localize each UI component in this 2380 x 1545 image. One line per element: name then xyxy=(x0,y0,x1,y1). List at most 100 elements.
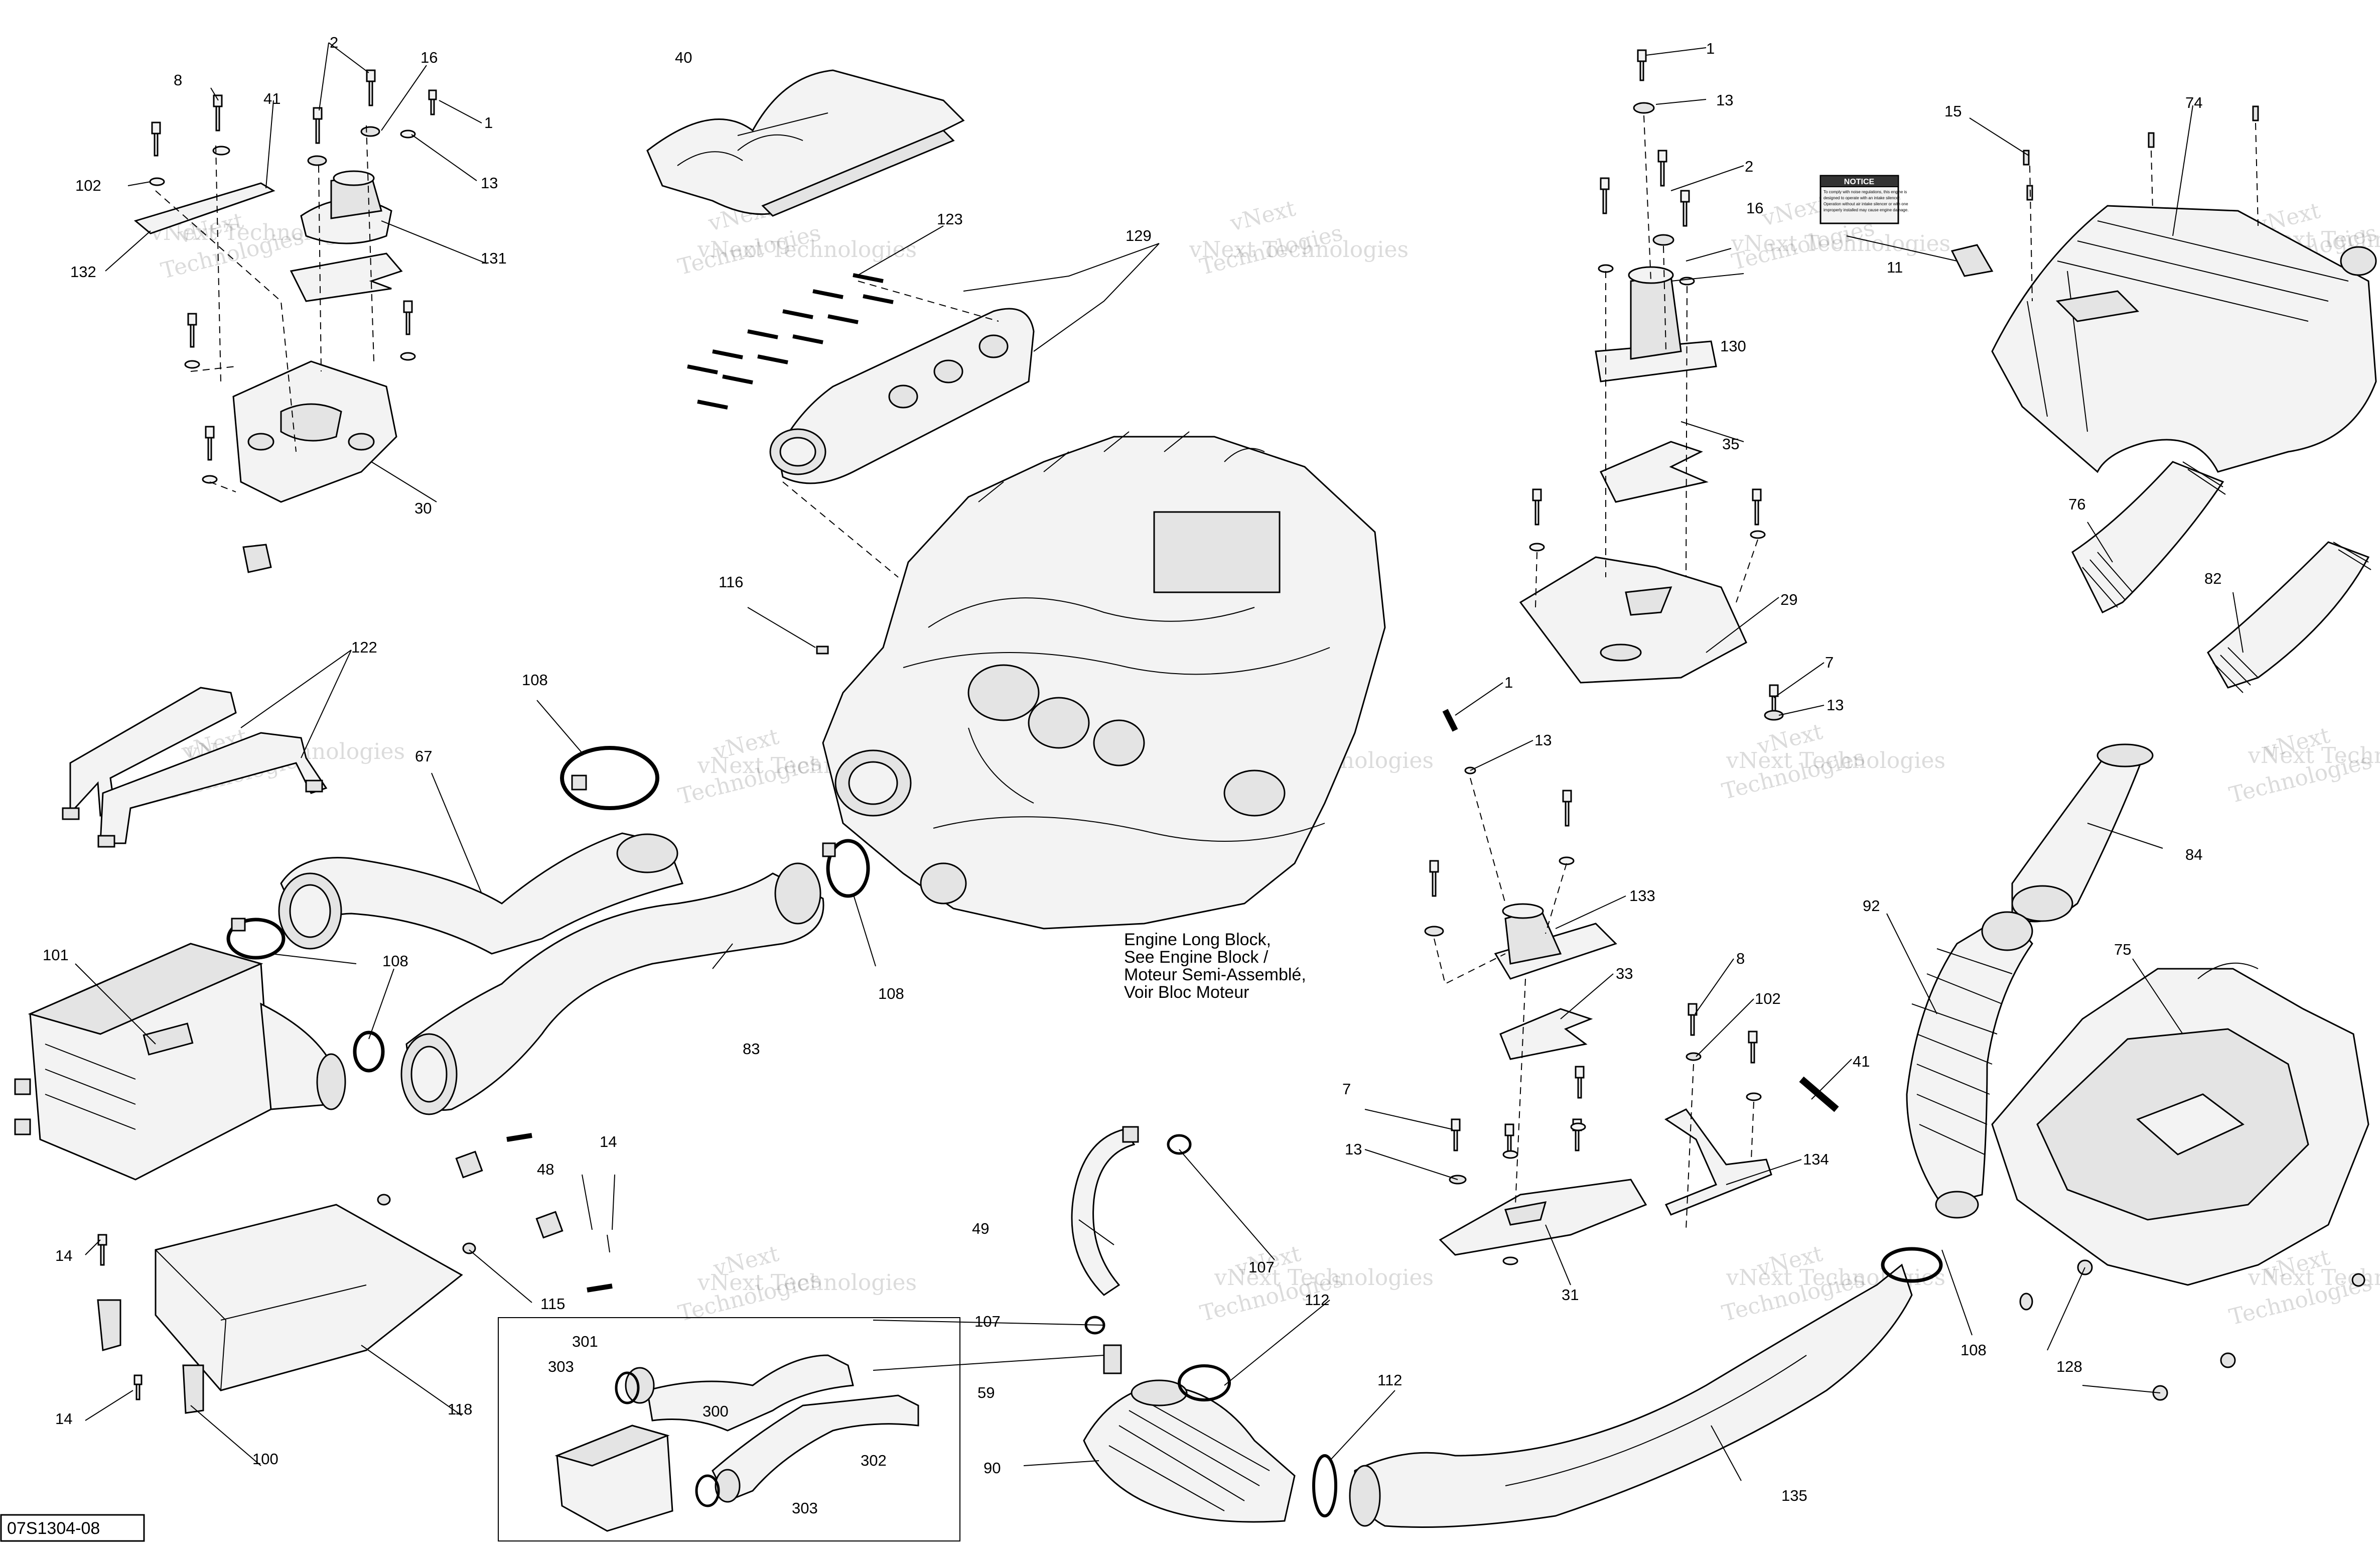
callout-112: 112 xyxy=(1377,1371,1402,1389)
bolt-icon xyxy=(1680,190,1690,227)
callout-29: 29 xyxy=(1780,591,1797,608)
air-intake-hose-92 xyxy=(1906,911,2033,1219)
washer-icon xyxy=(1502,1256,1518,1265)
rubber-mount xyxy=(1494,903,1617,980)
callout-134: 134 xyxy=(1803,1150,1829,1168)
hose-clamp-icon xyxy=(560,746,659,810)
washer-icon xyxy=(1652,234,1674,246)
callout-92: 92 xyxy=(1863,897,1880,915)
hose-clamp-icon xyxy=(226,918,286,960)
nut-icon xyxy=(377,1194,391,1206)
callout-123: 123 xyxy=(937,210,963,228)
callout-2: 2 xyxy=(1745,158,1753,175)
bolt-icon xyxy=(757,354,788,364)
watermark-top: vNext xyxy=(1759,190,1831,231)
grommet-icon xyxy=(2351,1273,2365,1287)
callout-118: 118 xyxy=(448,1400,472,1418)
callout-14: 14 xyxy=(55,1410,72,1428)
callout-301: 301 xyxy=(572,1333,598,1350)
washer-icon xyxy=(184,360,200,369)
callout-48: 48 xyxy=(537,1161,554,1178)
bolt-icon xyxy=(687,364,718,374)
washer-icon xyxy=(400,352,416,361)
callout-129: 129 xyxy=(1126,227,1152,244)
bolt-icon xyxy=(313,107,323,144)
hose-clamp-icon xyxy=(353,1031,385,1073)
watermark-line: vNext Technologies xyxy=(1726,1265,1945,1291)
bolt-icon xyxy=(587,1283,613,1293)
engine-note-line4: Voir Bloc Moteur xyxy=(1124,983,1249,1002)
washer-icon xyxy=(400,130,416,139)
notice-line: improperly installed may cause engine da… xyxy=(1824,208,1908,212)
callout-1: 1 xyxy=(1706,40,1715,57)
bolt-icon xyxy=(827,314,859,324)
inset-intercooler-assembly xyxy=(554,1354,919,1532)
support-bracket xyxy=(1664,1108,1772,1216)
small-decal xyxy=(1950,244,1994,277)
callout-2: 2 xyxy=(330,34,338,51)
rear-engine-mount-group xyxy=(1424,49,1839,1265)
rubber-mount xyxy=(1595,266,1717,382)
bolt-icon xyxy=(712,349,743,359)
watermark-line: vNext Technologies xyxy=(697,237,917,263)
callout-13: 13 xyxy=(1716,91,1733,109)
screw-icon xyxy=(2023,150,2030,166)
engine-note-line2: See Engine Block / xyxy=(1124,948,1269,967)
leader-lines xyxy=(75,42,2244,1481)
callout-108: 108 xyxy=(1961,1341,1987,1359)
washer-icon xyxy=(1559,856,1575,865)
callout-83: 83 xyxy=(743,1040,760,1058)
air-intake-silencer-base xyxy=(1991,962,2369,1286)
watermark-line: vNext Technologies xyxy=(2248,743,2380,768)
hose-clamp-icon xyxy=(822,839,870,898)
engine-mount-bracket xyxy=(232,360,397,503)
callout-108: 108 xyxy=(878,985,904,1002)
callout-74: 74 xyxy=(2185,94,2202,111)
washer-icon xyxy=(1764,710,1784,721)
check-valve xyxy=(1103,1344,1122,1374)
washer-icon xyxy=(149,177,165,186)
watermark-line: vNext Technologies xyxy=(1189,237,1409,263)
callout-108: 108 xyxy=(522,671,548,689)
callout-107: 107 xyxy=(1248,1258,1275,1276)
watermark-line: vNext Technologies xyxy=(1214,1265,1434,1291)
bolt-icon xyxy=(697,400,728,410)
callout-7: 7 xyxy=(1825,654,1834,671)
air-intake-silencer-cover xyxy=(1991,205,2377,473)
callout-1: 1 xyxy=(1504,674,1513,691)
bolt-icon xyxy=(506,1133,532,1142)
callout-130: 130 xyxy=(1720,337,1746,355)
engine-long-block xyxy=(822,431,1386,930)
notice-title: NOTICE xyxy=(1844,178,1875,186)
callout-49: 49 xyxy=(972,1220,989,1237)
washer-icon xyxy=(1633,102,1655,114)
nut-icon xyxy=(535,1211,564,1239)
shim-plate xyxy=(290,252,403,302)
bolt-icon xyxy=(1748,1031,1758,1064)
callout-107: 107 xyxy=(974,1313,1001,1330)
bolt-icon xyxy=(151,121,161,157)
rubber-mount xyxy=(300,170,392,244)
washer-icon xyxy=(360,126,380,137)
callout-108: 108 xyxy=(382,952,408,970)
engine-note-line3: Moteur Semi-Assemblé, xyxy=(1124,965,1306,984)
bolt-icon xyxy=(97,1234,107,1266)
intake-manifold xyxy=(769,308,1035,484)
grommet-icon xyxy=(2220,1352,2236,1368)
washer-icon xyxy=(1686,1052,1702,1061)
retaining-straps xyxy=(62,687,328,848)
callout-302: 302 xyxy=(861,1452,887,1469)
bolt-icon xyxy=(1504,1123,1514,1156)
callout-122: 122 xyxy=(351,638,377,656)
diagram-code-box: 07S1304-08 xyxy=(0,1514,145,1542)
bolt-icon xyxy=(1532,488,1542,526)
bolt-icon xyxy=(1769,684,1779,717)
engine-mount-bracket xyxy=(1519,556,1747,684)
bolt-icon xyxy=(792,334,823,344)
callout-100: 100 xyxy=(252,1450,278,1468)
callout-128: 128 xyxy=(2056,1358,2082,1375)
bolt-icon xyxy=(1688,1003,1698,1036)
bolt-icon xyxy=(205,426,215,461)
